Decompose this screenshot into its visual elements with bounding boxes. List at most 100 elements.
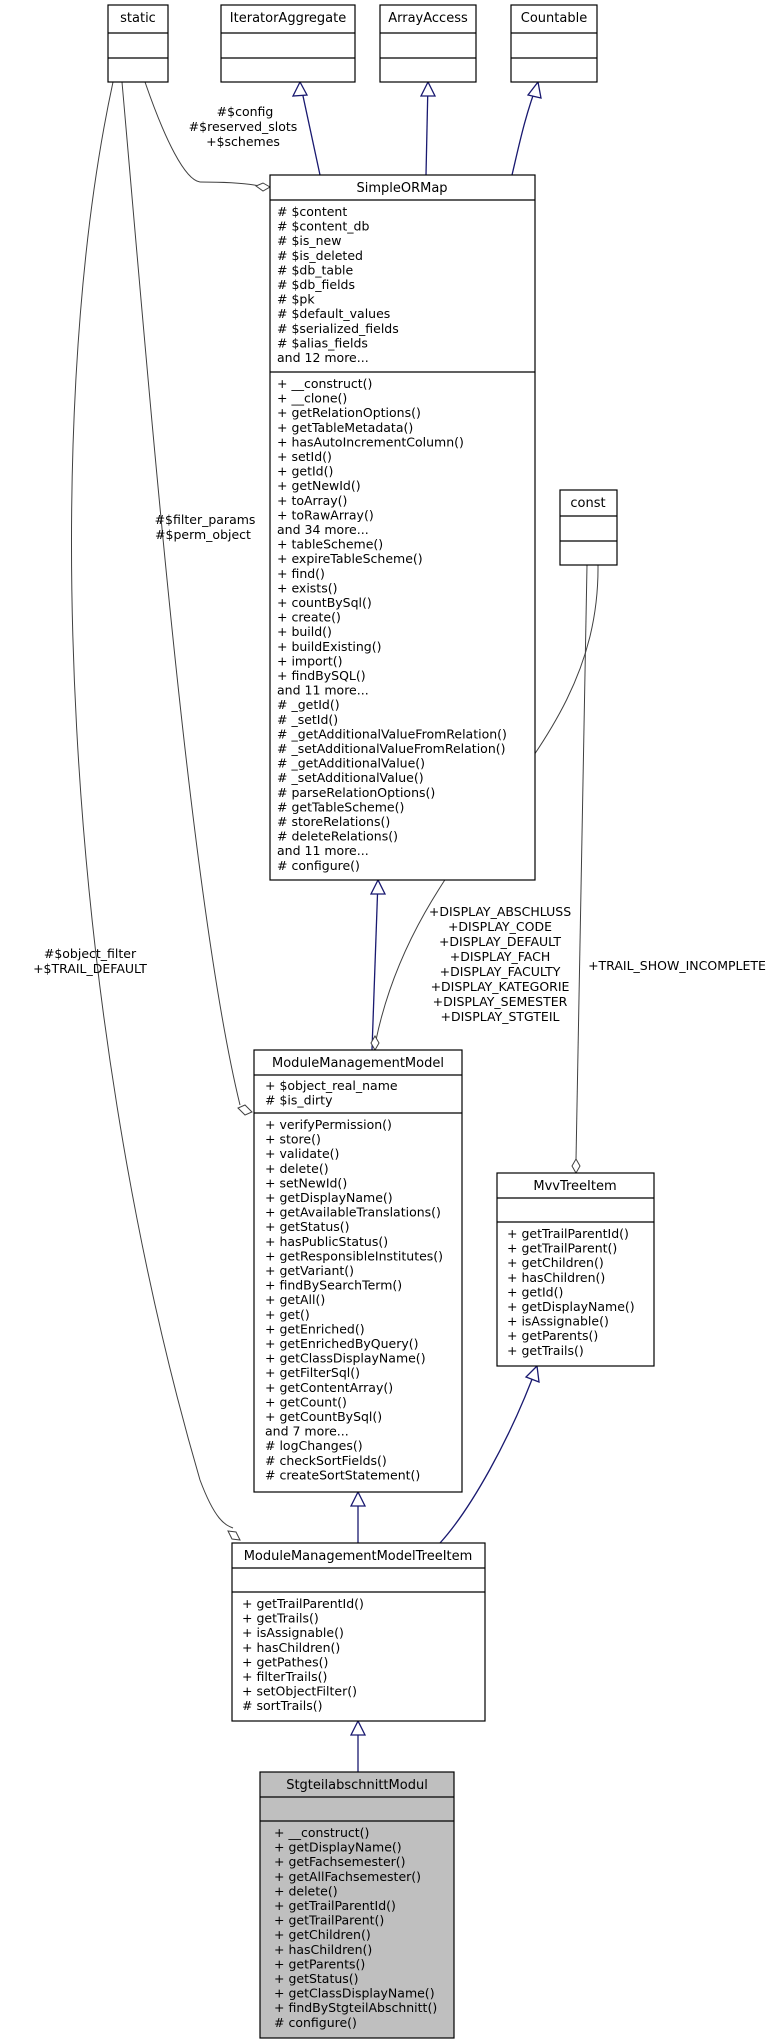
class-static[interactable]: static — [107, 4, 169, 83]
class-member: + hasChildren() — [507, 1270, 605, 1285]
class-member: # configure() — [274, 2015, 357, 2030]
inherit-arrow-mvv-tree-item — [524, 1364, 540, 1383]
class-member: and 11 more... — [277, 683, 369, 698]
attribute-list: # $content# $content_db# $is_new# $is_de… — [277, 204, 399, 365]
label-static-orm-2: #$reserved_slots — [189, 119, 298, 134]
inherit-arrow-tree-item — [349, 1719, 367, 1736]
label-const-mmm-1: +DISPLAY_ABSCHLUSS — [429, 904, 571, 919]
label-static-orm-1: #$config — [217, 104, 274, 119]
class-member: + getTrails() — [242, 1611, 319, 1626]
class-title: const — [570, 496, 605, 511]
label-const-mmm-7: +DISPLAY_SEMESTER — [433, 994, 568, 1009]
class-member: # getTableScheme() — [277, 799, 404, 814]
class-member: + delete() — [274, 1883, 338, 1898]
class-member: + __clone() — [277, 391, 347, 406]
class-member: # logChanges() — [265, 1438, 363, 1453]
class-member: and 11 more... — [277, 843, 369, 858]
class-member: + getTrails() — [507, 1343, 584, 1358]
class-member: # _getAdditionalValue() — [277, 756, 425, 771]
class-member: + getRelationOptions() — [277, 405, 421, 420]
class-member: + getTrailParent() — [274, 1913, 384, 1928]
class-box — [269, 174, 536, 881]
class-member: + buildExisting() — [277, 639, 381, 654]
class-member: + create() — [277, 610, 341, 625]
class-member: + __construct() — [274, 1825, 369, 1840]
class-stgteilabschnitt-modul[interactable]: StgteilabschnittModul + __construct()+ g… — [259, 1771, 455, 2039]
class-member: + getDisplayName() — [265, 1190, 393, 1205]
class-member: + getTrailParentId() — [507, 1226, 629, 1241]
class-member: + getEnriched() — [265, 1321, 365, 1336]
class-member: + build() — [277, 624, 332, 639]
class-title: StgteilabschnittModul — [286, 1778, 428, 1793]
class-member: + isAssignable() — [507, 1314, 609, 1329]
class-title: MvvTreeItem — [533, 1179, 616, 1194]
class-array-access[interactable]: ArrayAccess — [379, 4, 477, 83]
class-simple-orm-map[interactable]: SimpleORMap # $content# $content_db# $is… — [269, 174, 536, 881]
class-box — [379, 4, 477, 83]
label-const-mmm-2: +DISPLAY_CODE — [448, 919, 552, 934]
class-box — [107, 4, 169, 83]
class-member: # $is_new — [277, 233, 341, 248]
inherit-arrow-simple-orm-map — [369, 878, 387, 895]
class-member: + store() — [265, 1132, 321, 1147]
class-member: + isAssignable() — [242, 1625, 344, 1640]
class-module-management-model-tree-item[interactable]: ModuleManagementModelTreeItem + getTrail… — [231, 1542, 486, 1722]
class-member: + hasChildren() — [274, 1942, 372, 1957]
class-title: IteratorAggregate — [230, 11, 346, 26]
label-const-mvv-1: +TRAIL_SHOW_INCOMPLETE — [588, 958, 766, 973]
class-member: and 34 more... — [277, 522, 369, 537]
class-box — [253, 1049, 463, 1493]
class-member: # _getAdditionalValueFromRelation() — [277, 726, 507, 741]
class-countable[interactable]: Countable — [510, 4, 598, 83]
class-member: + getStatus() — [265, 1219, 350, 1234]
label-const-mmm-6: +DISPLAY_KATEGORIE — [431, 979, 570, 994]
class-member: + getClassDisplayName() — [274, 1986, 435, 2001]
class-member: + get() — [265, 1307, 310, 1322]
class-member: + setId() — [277, 449, 332, 464]
class-member: + expireTableScheme() — [277, 551, 423, 566]
assoc-static-to-orm-b — [199, 181, 261, 187]
class-member: + exists() — [277, 580, 337, 595]
class-member: + getFachsemester() — [274, 1854, 406, 1869]
inherit-arrow-mmm — [349, 1490, 367, 1507]
class-member: + delete() — [265, 1161, 329, 1176]
class-member: + getContentArray() — [265, 1380, 393, 1395]
class-member: + getVariant() — [265, 1263, 354, 1278]
inherit-edge-mvv-tree-item — [439, 1365, 538, 1544]
class-module-management-model[interactable]: ModuleManagementModel + $object_real_nam… — [253, 1049, 463, 1493]
class-member: + verifyPermission() — [265, 1117, 392, 1132]
class-member: + findBySQL() — [277, 668, 366, 683]
assoc-diamond-orm — [254, 182, 272, 192]
class-member: + getCountBySql() — [265, 1409, 382, 1424]
class-member: # _setAdditionalValue() — [277, 770, 424, 785]
class-member: # storeRelations() — [277, 814, 390, 829]
class-member: and 12 more... — [277, 350, 369, 365]
label-const-mmm-3: +DISPLAY_DEFAULT — [439, 934, 561, 949]
class-member: + find() — [277, 566, 325, 581]
class-member: + findByStgteilAbschnitt() — [274, 2000, 437, 2015]
class-box — [496, 1172, 655, 1367]
class-member: + getTableMetadata() — [277, 420, 413, 435]
class-const[interactable]: const — [559, 489, 618, 566]
class-iterator-aggregate[interactable]: IteratorAggregate — [220, 4, 356, 83]
class-member: + getPathes() — [242, 1654, 328, 1669]
class-member: # $db_table — [277, 262, 353, 277]
class-title: ModuleManagementModel — [272, 1056, 444, 1071]
class-member: + toArray() — [277, 493, 347, 508]
label-static-mmm-2: #$perm_object — [155, 527, 251, 542]
attribute-list: + $object_real_name# $is_dirty — [265, 1078, 398, 1108]
label-const-mmm-5: +DISPLAY_FACULTY — [440, 964, 561, 979]
class-member: # configure() — [277, 858, 360, 873]
class-member: + getDisplayName() — [507, 1299, 635, 1314]
class-mvv-tree-item[interactable]: MvvTreeItem + getTrailParentId() + getTra… — [496, 1172, 655, 1367]
class-member: + getResponsibleInstitutes() — [265, 1248, 443, 1263]
class-title: ModuleManagementModelTreeItem — [244, 1549, 473, 1564]
method-list: + __construct()+ getDisplayName()+ getFa… — [274, 1825, 437, 2030]
class-member: + countBySql() — [277, 595, 372, 610]
class-member: # _setId() — [277, 712, 338, 727]
class-member: # $serialized_fields — [277, 321, 399, 336]
inherit-edge-iterator-aggregate — [299, 81, 321, 176]
label-static-orm-3: +$schemes — [206, 134, 280, 149]
class-member: + findBySearchTerm() — [265, 1278, 402, 1293]
